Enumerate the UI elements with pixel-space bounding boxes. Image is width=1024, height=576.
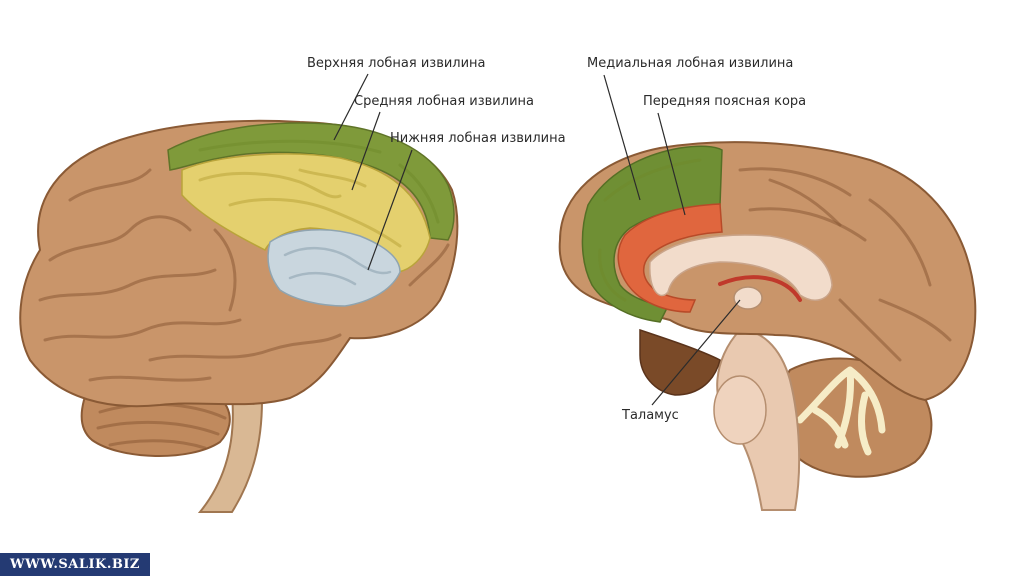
label-medial-frontal-gyrus: Медиальная лобная извилина bbox=[587, 56, 793, 71]
pons bbox=[713, 375, 767, 445]
medial-brain-view: Медиальная лобная извилина Передняя пояс… bbox=[558, 56, 977, 511]
medial-temporal-area bbox=[639, 328, 721, 396]
label-superior-frontal-gyrus: Верхняя лобная извилина bbox=[307, 56, 486, 71]
leader-inferior bbox=[367, 149, 413, 271]
label-inferior-frontal-gyrus: Нижняя лобная извилина bbox=[390, 131, 566, 146]
label-anterior-cingulate: Передняя поясная кора bbox=[643, 94, 806, 109]
label-middle-frontal-gyrus: Средняя лобная извилина bbox=[354, 94, 534, 109]
lateral-brain-view: Верхняя лобная извилина Средняя лобная и… bbox=[19, 56, 566, 513]
watermark: WWW.SALIK.BIZ bbox=[0, 553, 150, 576]
leader-middle bbox=[351, 111, 381, 191]
leader-medial bbox=[603, 74, 641, 201]
lateral-brainstem bbox=[197, 393, 264, 513]
superior-frontal-gyrus bbox=[167, 122, 455, 241]
arbor-vitae bbox=[796, 366, 886, 456]
label-thalamus: Таламус bbox=[621, 408, 679, 423]
corpus-callosum bbox=[649, 234, 833, 301]
thalamus bbox=[733, 286, 763, 310]
fornix bbox=[718, 275, 802, 302]
leader-cingulate bbox=[657, 112, 686, 216]
leader-thalamus bbox=[651, 299, 741, 406]
leader-superior bbox=[333, 73, 369, 141]
